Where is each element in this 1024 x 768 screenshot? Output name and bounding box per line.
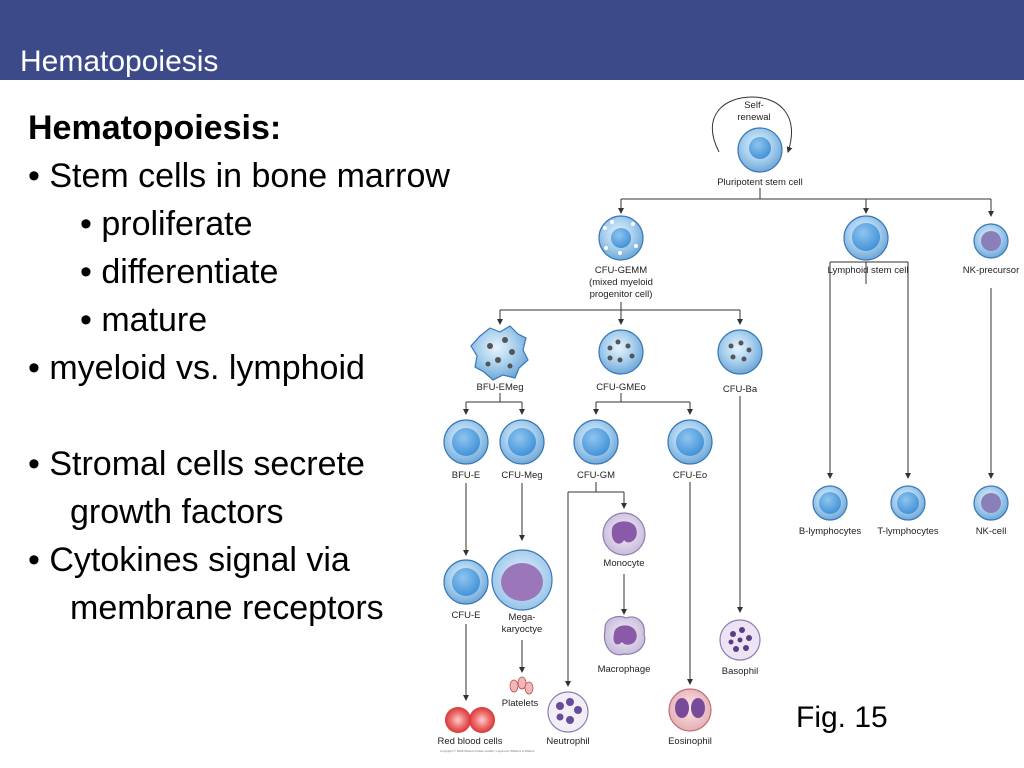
- cell-bfu-emeg: [470, 325, 529, 381]
- label-nk-cell: NK-cell: [976, 526, 1007, 537]
- label-cfu-gemm: CFU-GEMM: [595, 265, 647, 276]
- label-bfu-e: BFU-E: [452, 470, 481, 481]
- cell-cfu-gemm: [598, 215, 644, 261]
- label-cfu-gm: CFU-GM: [577, 470, 615, 481]
- cell-cfu-meg: [499, 419, 545, 465]
- bullet-myeloid-vs-lymphoid: • myeloid vs. lymphoid: [28, 349, 365, 387]
- cell-cfu-e: [443, 559, 489, 605]
- label-pluripotent: Pluripotent stem cell: [717, 177, 803, 188]
- label-macrophage: Macrophage: [598, 664, 651, 675]
- cell-megakaryocyte: [491, 549, 553, 611]
- label-nk-precursor: NK-precursor: [963, 265, 1020, 276]
- cell-neutrophil: [547, 691, 589, 733]
- label-cfu-meg: CFU-Meg: [501, 470, 542, 481]
- slide-header: Hematopoiesis: [0, 0, 1024, 80]
- cell-t-lymphocyte: [890, 485, 926, 521]
- cell-red-blood-cells: [445, 707, 495, 733]
- cell-cfu-gmeo: [598, 329, 644, 375]
- cell-monocyte: [602, 512, 646, 556]
- bullet-stromal: • Stromal cells secrete: [28, 445, 365, 483]
- label-self-renewal-2: renewal: [737, 112, 770, 123]
- self-renewal-arrow: [712, 96, 793, 153]
- cell-cfu-ba: [717, 329, 763, 375]
- label-cfu-e: CFU-E: [451, 610, 480, 621]
- label-mega-2: karyoctye: [502, 624, 543, 635]
- label-t-lymphocytes: T-lymphocytes: [877, 526, 938, 537]
- bullet-mature: • mature: [80, 301, 208, 339]
- cell-macrophage: [603, 615, 646, 656]
- label-rbc: Red blood cells: [438, 736, 503, 747]
- label-cfu-gemm-2: (mixed myeloid: [589, 277, 653, 288]
- bullet-cytokines: • Cytokines signal via: [28, 541, 350, 579]
- label-cfu-eo: CFU-Eo: [673, 470, 707, 481]
- label-bfu-emeg: BFU-EMeg: [477, 382, 524, 393]
- figure-label: Fig. 15: [796, 701, 888, 734]
- label-platelets: Platelets: [502, 698, 539, 709]
- label-eosinophil: Eosinophil: [668, 736, 712, 747]
- figure-copyright: Copyright © 2008 Wolters Kluwer Health |…: [440, 749, 535, 753]
- bullet-heading: Hematopoiesis:: [28, 109, 282, 147]
- bullet-stromal-cont: growth factors: [70, 493, 284, 531]
- label-mega-1: Mega-: [509, 612, 536, 623]
- label-b-lymphocytes: B-lymphocytes: [799, 526, 862, 537]
- bullet-differentiate: • differentiate: [80, 253, 279, 291]
- label-cfu-gemm-3: progenitor cell): [590, 289, 653, 300]
- cell-pluripotent: [737, 127, 783, 173]
- slide-title: Hematopoiesis: [20, 45, 219, 78]
- diagram-labels: Self- renewal Pluripotent stem cell CFU-…: [438, 100, 1020, 753]
- bullet-stem-cells: • Stem cells in bone marrow: [28, 157, 450, 195]
- cell-bfu-e: [443, 419, 489, 465]
- cell-b-lymphocyte: [812, 485, 848, 521]
- cell-cfu-gm: [573, 419, 619, 465]
- cell-nk: [973, 485, 1009, 521]
- label-neutrophil: Neutrophil: [546, 736, 589, 747]
- cell-platelets: [509, 676, 534, 695]
- cell-lymphoid-stem: [843, 215, 889, 261]
- connector-lines: [463, 96, 994, 701]
- label-basophil: Basophil: [722, 666, 758, 677]
- label-cfu-ba: CFU-Ba: [723, 384, 758, 395]
- label-cfu-gmeo: CFU-GMEo: [596, 382, 646, 393]
- cell-basophil: [719, 619, 761, 661]
- label-self-renewal-1: Self-: [744, 100, 764, 111]
- bullet-proliferate: • proliferate: [80, 205, 253, 243]
- label-lymphoid-stem: Lymphoid stem cell: [828, 265, 909, 276]
- cell-eosinophil: [668, 688, 712, 732]
- label-monocyte: Monocyte: [603, 558, 644, 569]
- bullet-list: Hematopoiesis: • Stem cells in bone marr…: [28, 104, 450, 632]
- cell-nk-precursor: [973, 223, 1009, 259]
- bullet-cytokines-cont: membrane receptors: [70, 589, 384, 627]
- cell-cfu-eo: [667, 419, 713, 465]
